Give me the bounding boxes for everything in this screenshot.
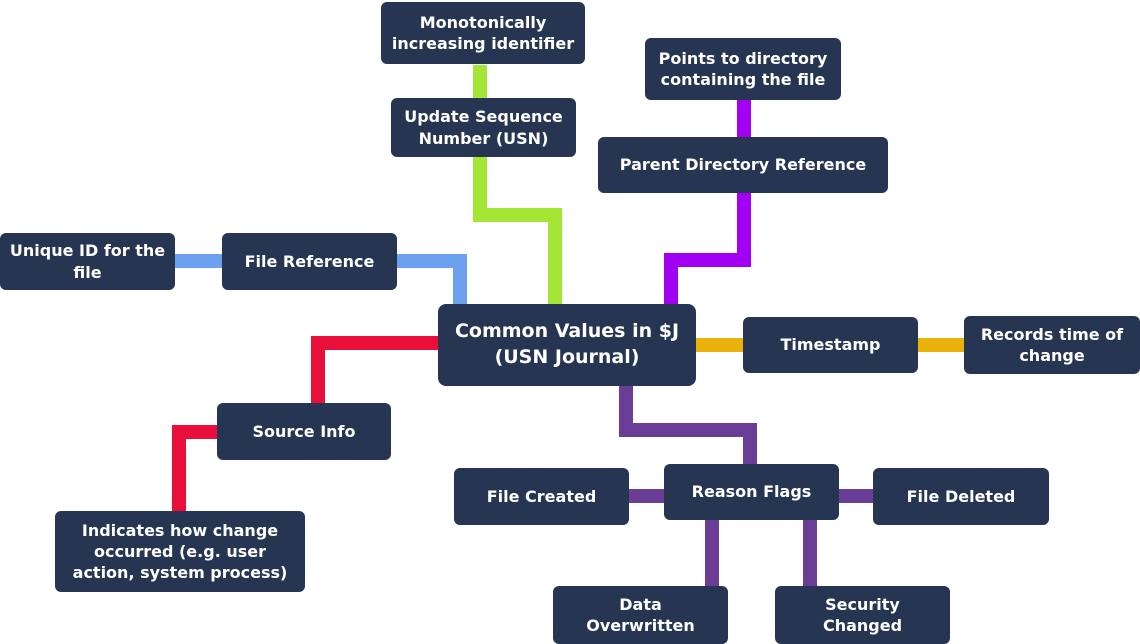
node-parent-directory-reference: Parent Directory Reference — [598, 137, 888, 193]
node-security-changed: Security Changed — [775, 586, 950, 644]
node-file-reference: File Reference — [222, 233, 397, 290]
node-source-info-description: Indicates how change occurred (e.g. user… — [55, 511, 305, 592]
node-update-sequence-number: Update Sequence Number (USN) — [391, 98, 576, 157]
node-file-deleted: File Deleted — [873, 468, 1049, 525]
node-parent-directory-description: Points to directory containing the file — [645, 38, 841, 100]
node-timestamp-description: Records time of change — [964, 316, 1140, 374]
node-file-created: File Created — [454, 468, 629, 525]
node-source-info: Source Info — [217, 403, 391, 460]
node-data-overwritten: Data Overwritten — [553, 586, 728, 644]
node-timestamp: Timestamp — [743, 317, 918, 373]
connector-file-ref-to-center — [396, 254, 467, 305]
connector-center-to-source-info — [311, 336, 438, 404]
node-usn-description: Monotonically increasing identifier — [381, 2, 585, 64]
node-file-reference-description: Unique ID for the file — [0, 233, 175, 290]
connector-parent-ref-to-center — [664, 192, 751, 305]
connector-source-info-to-desc — [172, 425, 217, 512]
node-common-values-usn-journal: Common Values in $J (USN Journal) — [438, 304, 696, 386]
connector-center-to-reason-flags — [619, 385, 757, 465]
node-reason-flags: Reason Flags — [664, 464, 839, 520]
